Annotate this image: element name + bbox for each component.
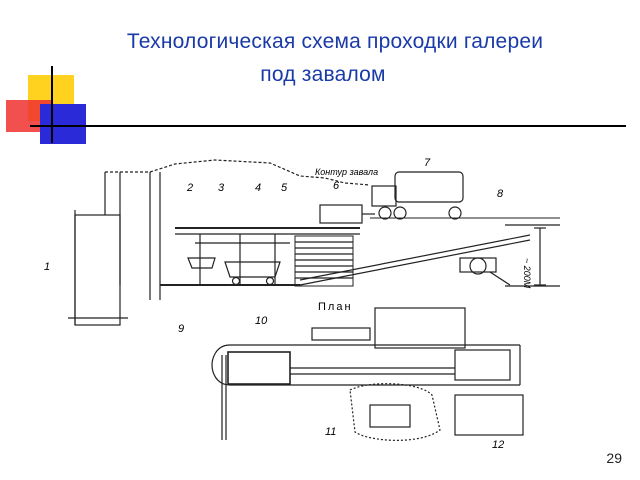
plan-view xyxy=(211,307,524,441)
slide-title-line2: под завалом xyxy=(260,63,386,86)
decorative-squares xyxy=(0,0,640,150)
slide-title-line1: Технологическая схема проходки галереи xyxy=(126,30,544,53)
gallery xyxy=(160,224,560,287)
depth-dimension xyxy=(534,227,546,286)
label-3: 3 xyxy=(218,182,225,194)
label-1: 1 xyxy=(44,261,51,273)
truck-7 xyxy=(371,171,464,220)
label-dimension: ~ 200М xyxy=(522,258,532,289)
wagon xyxy=(187,257,281,286)
deco-blue-square xyxy=(40,104,86,144)
winch-8 xyxy=(459,257,511,286)
label-12: 12 xyxy=(492,439,505,451)
page-number: 29 xyxy=(606,450,622,466)
label-2: 2 xyxy=(187,182,194,194)
rubble-contour xyxy=(105,159,371,186)
label-10: 10 xyxy=(255,315,268,327)
label-5: 5 xyxy=(281,182,288,194)
shaft xyxy=(68,172,161,326)
label-7: 7 xyxy=(424,157,431,169)
label-plan: План xyxy=(318,301,353,313)
label-9: 9 xyxy=(178,323,185,335)
label-4: 4 xyxy=(255,182,262,194)
label-8: 8 xyxy=(497,188,504,200)
label-6: 6 xyxy=(333,180,340,192)
label-11: 11 xyxy=(325,426,337,438)
label-contour: Контур завала xyxy=(315,167,379,177)
